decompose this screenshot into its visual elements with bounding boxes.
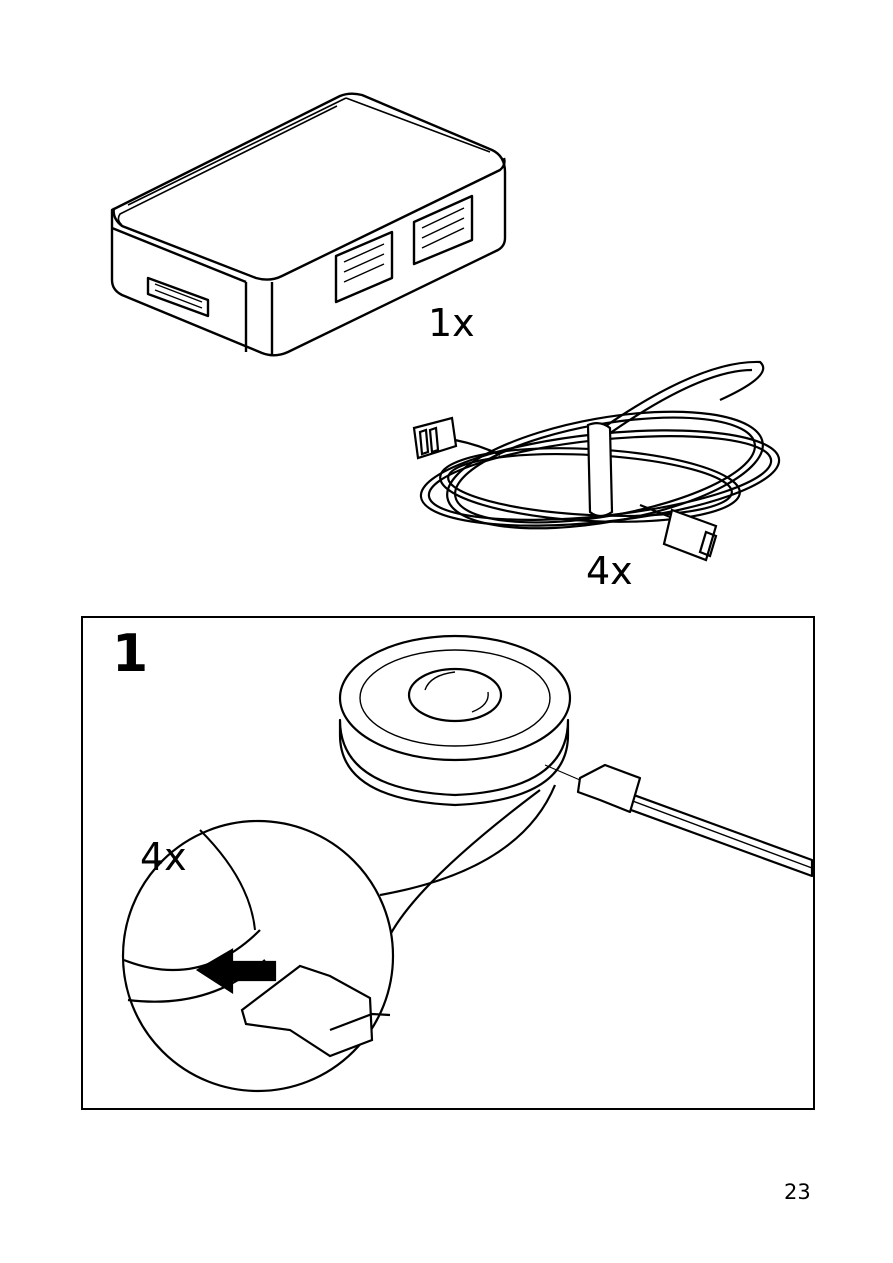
cable-quantity: 4x (586, 552, 633, 590)
hub-quantity: 1x (428, 304, 475, 342)
step-number: 1 (112, 628, 148, 680)
detail-quantity: 4x (140, 838, 187, 876)
page-number: 23 (784, 1182, 811, 1203)
step-panel (81, 616, 815, 1110)
cable-drawing (414, 362, 784, 560)
